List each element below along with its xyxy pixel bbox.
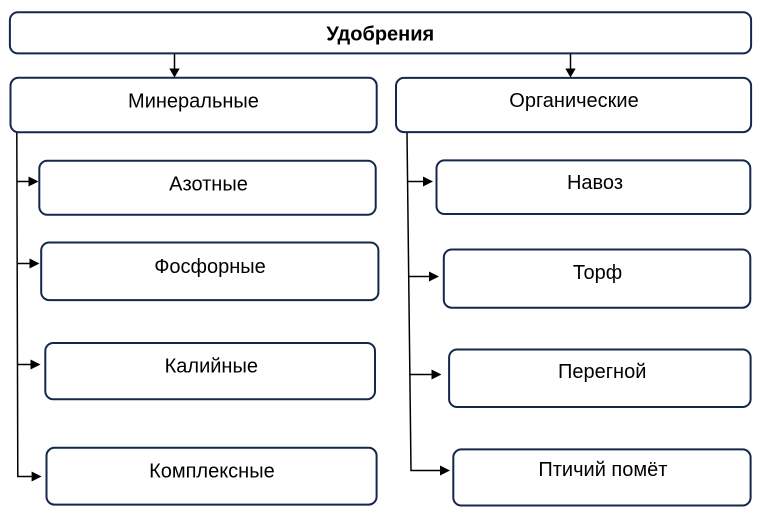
svg-text:Навоз: Навоз [567,172,623,194]
svg-text:Органические: Органические [509,90,638,112]
svg-text:Удобрения: Удобрения [326,24,434,46]
svg-text:Комплексные: Комплексные [149,461,275,483]
svg-text:Перегной: Перегной [558,361,646,383]
svg-text:Птичий помёт: Птичий помёт [538,459,667,481]
svg-text:Фосфорные: Фосфорные [154,256,266,278]
svg-text:Калийные: Калийные [165,355,258,377]
svg-text:Азотные: Азотные [169,174,248,196]
svg-text:Торф: Торф [573,262,622,284]
svg-text:Минеральные: Минеральные [128,91,259,113]
